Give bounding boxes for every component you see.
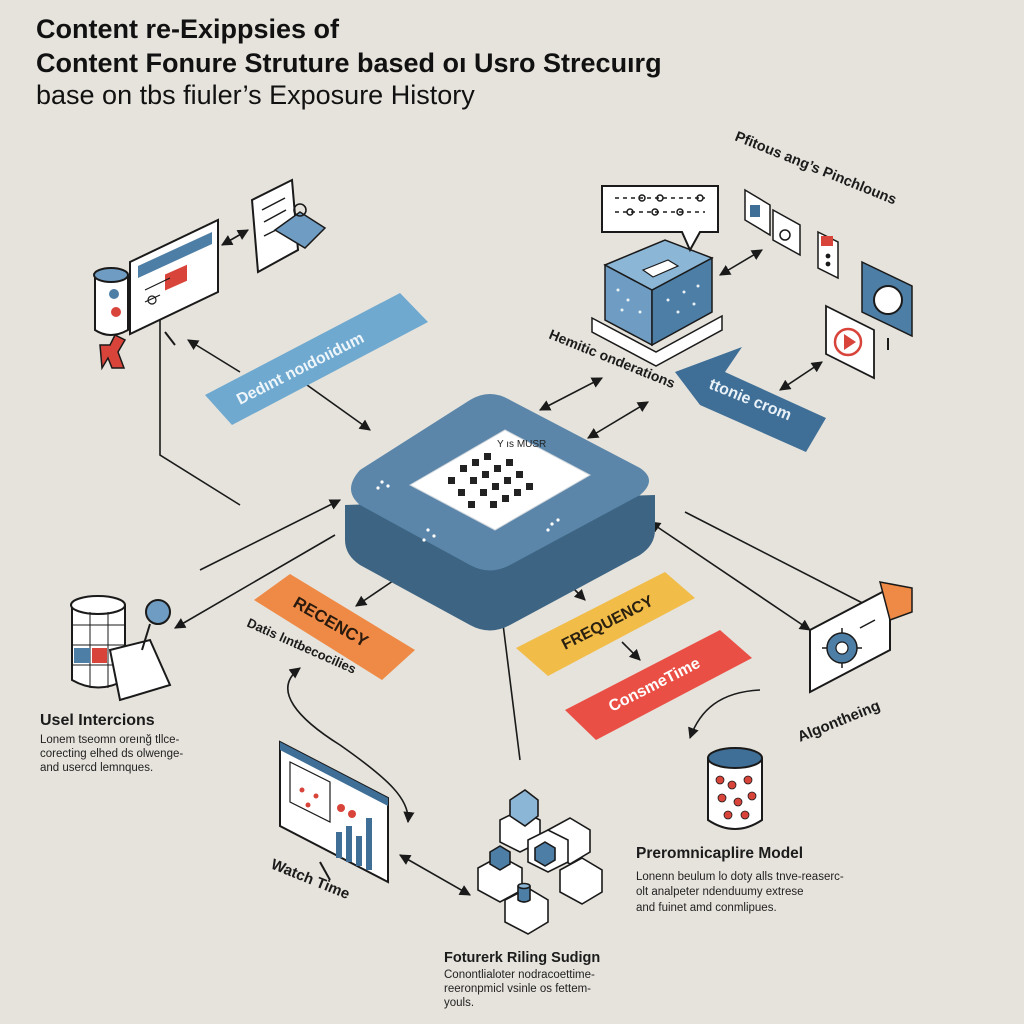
model-caption-line-3: and fuinet amd conmlipues. xyxy=(636,902,777,914)
title-block: Content re-Exippsies of Content Fonure S… xyxy=(36,14,662,110)
user-interactions-caption-line-3: and usercd lemnques. xyxy=(40,762,153,774)
top-right-device-icons xyxy=(744,188,839,280)
ribbon-blue-right-shape xyxy=(675,347,826,452)
central-hub: Y ıs MUSR xyxy=(345,394,655,631)
speech-bubble-icon xyxy=(601,185,719,253)
camera-icon xyxy=(861,260,913,350)
ribbon-frequency: FREQUENCY xyxy=(516,572,695,676)
title-line-3: base on tbs fiuler’s Exposure History xyxy=(36,80,475,110)
algorithm-label: Algontheing xyxy=(795,697,882,746)
model-caption-line-2: olt analpeter ndenduumy extrese xyxy=(636,886,804,898)
server-cube-icon xyxy=(591,239,723,367)
algorithm-screen-icon xyxy=(809,581,913,694)
feature-caption-line-2: reeronpmicl vsinle os fettem- xyxy=(444,983,591,995)
user-interactions-caption-line-2: corecting elhed ds olwenge- xyxy=(40,748,183,760)
ribbon-frequency-shape xyxy=(516,572,695,676)
top-right-label: Pfitous ang’s Pinchlouns xyxy=(733,129,899,209)
feature-caption-line-1: Conontlialoter nodracoettime- xyxy=(444,969,595,981)
ribbon-recency-shape xyxy=(254,574,415,680)
feature-cubes-icon xyxy=(477,789,603,935)
user-interactions-icon xyxy=(70,595,172,702)
model-heading: Preromnicaplire Model xyxy=(636,845,803,862)
ribbon-consume-shape xyxy=(565,630,752,740)
title-line-1: Content re-Exippsies of xyxy=(36,14,340,44)
feature-caption-line-3: youls. xyxy=(444,997,474,1009)
model-caption-line-1: Lonenn beulum lo doty alls tnve-reaserc- xyxy=(636,871,844,883)
hub-grid xyxy=(448,453,533,508)
title-line-2: Content Fonure Struture based oı Usro St… xyxy=(36,48,662,78)
document-icon-top-left xyxy=(250,178,327,274)
hub-panel-card xyxy=(408,429,592,531)
database-cylinder-icon-top-left xyxy=(93,267,129,371)
user-interactions-heading: Usel Intercions xyxy=(40,712,155,729)
ribbon-delant-label: Dedınt noıdoıidum xyxy=(234,330,367,409)
ribbon-blue-right: ttonie crom xyxy=(675,347,826,452)
watch-time-monitor-icon xyxy=(279,740,389,884)
monitor-icon-top-left xyxy=(129,218,219,346)
ribbon-delant-shape xyxy=(205,293,428,425)
ribbon-delant: Dedınt noıdoıidum xyxy=(205,293,428,425)
hub-dots xyxy=(376,480,560,542)
hub-panel-label: Y ıs MUSR xyxy=(497,439,546,450)
watch-time-label: Watch Time xyxy=(269,856,353,903)
feature-heading: Foturerk Riling Sudign xyxy=(444,950,600,966)
hub-panel xyxy=(408,429,592,531)
model-cylinder-icon xyxy=(707,747,763,830)
play-button-icon xyxy=(825,304,875,380)
user-interactions-caption-line-1: Lonem tseomn oreınğ tllce- xyxy=(40,734,180,746)
